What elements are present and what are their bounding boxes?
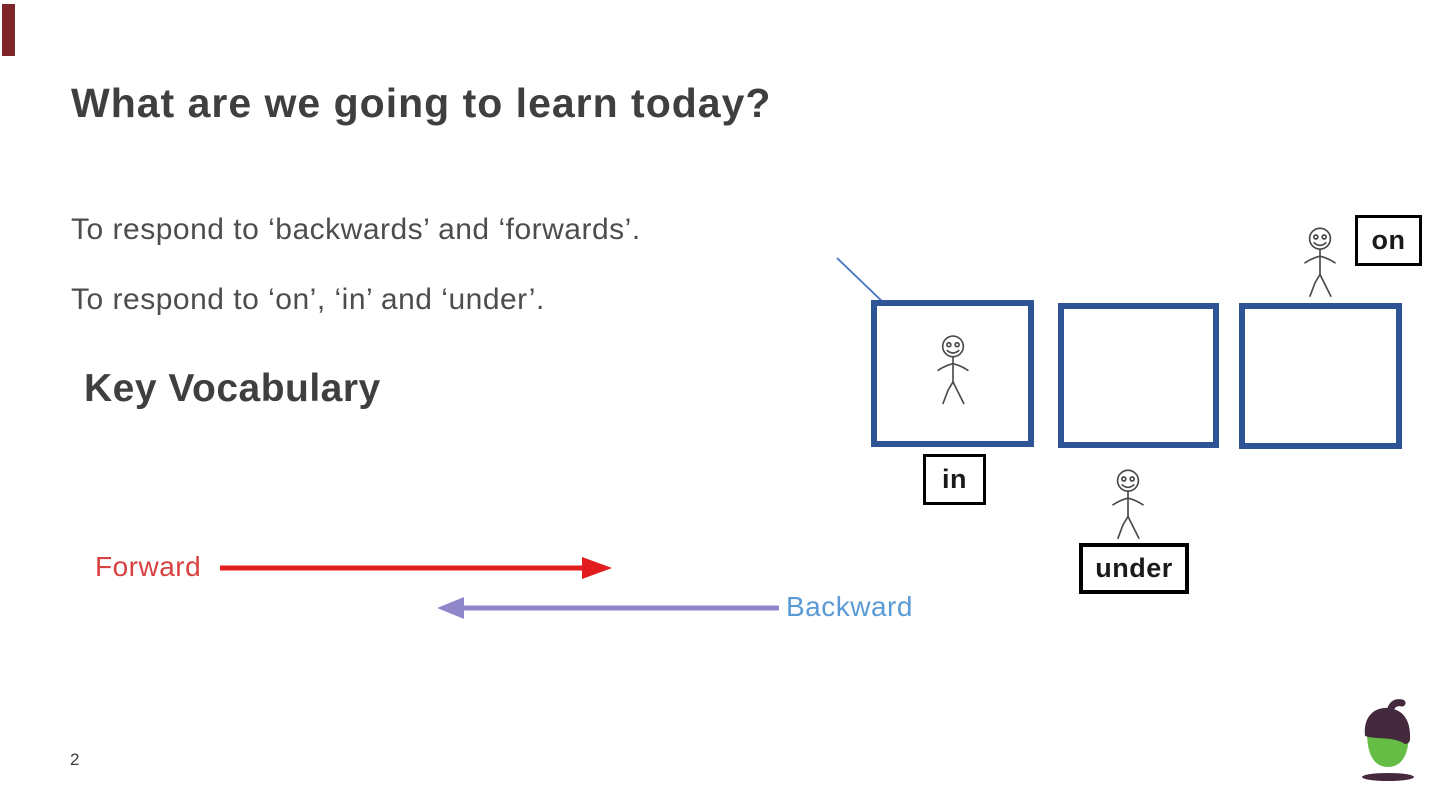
objective-text-2: To respond to ‘on’, ‘in’ and ‘under’. (71, 283, 545, 316)
key-vocabulary-heading: Key Vocabulary (84, 367, 381, 410)
on-label: on (1371, 225, 1406, 255)
backward-arrow-icon (437, 597, 779, 619)
acorn-logo-icon (1362, 699, 1414, 781)
page-title: What are we going to learn today? (71, 80, 772, 126)
forward-label: Forward (95, 551, 202, 582)
in-label: in (942, 464, 967, 494)
stick-figure-on-icon (1295, 226, 1345, 303)
backward-label: Backward (786, 591, 913, 622)
stick-figure-in-icon (928, 334, 978, 410)
top-left-accent-bar (2, 4, 15, 56)
under-label-box: under (1079, 543, 1189, 594)
position-box-3 (1239, 303, 1402, 449)
page-number: 2 (70, 750, 80, 769)
forward-arrow-icon (220, 557, 612, 579)
position-box-2 (1058, 303, 1219, 448)
in-label-box: in (923, 454, 986, 505)
under-label: under (1095, 553, 1173, 583)
objective-text-1: To respond to ‘backwards’ and ‘forwards’… (71, 213, 641, 246)
stick-figure-under-icon (1103, 468, 1153, 545)
on-label-box: on (1355, 215, 1422, 266)
